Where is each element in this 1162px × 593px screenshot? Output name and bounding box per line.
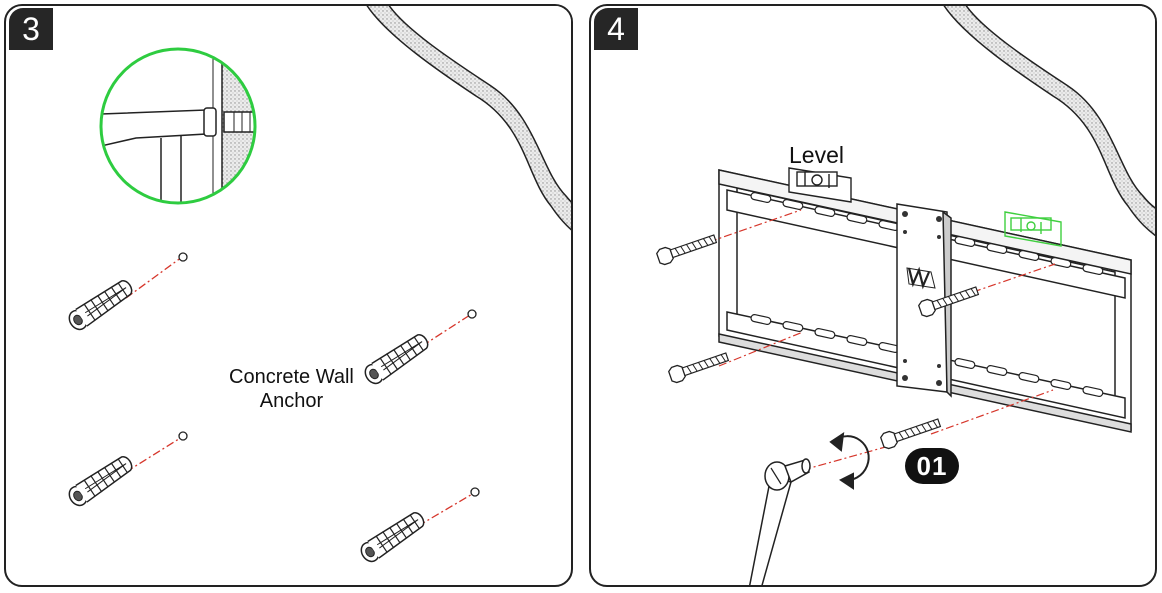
level-icon xyxy=(1004,211,1062,247)
anchor-label-line1: Concrete Wall xyxy=(229,366,354,388)
step-part-badge: 01 xyxy=(905,448,959,484)
screw-icon xyxy=(880,418,942,450)
wall-anchor-icon xyxy=(68,456,133,507)
magnifier-detail xyxy=(99,47,257,205)
step-3-illustration xyxy=(68,6,571,563)
screwdriver-icon xyxy=(749,458,811,585)
drill-holes xyxy=(178,252,480,497)
screw-icon xyxy=(668,352,730,384)
brand-logo-icon xyxy=(906,266,936,290)
wall-anchor-icon xyxy=(360,512,425,563)
guide-lines xyxy=(125,256,475,527)
wall-edge xyxy=(366,6,571,231)
wall-edge xyxy=(943,6,1155,237)
wall-anchor-icon xyxy=(364,334,429,385)
wall-anchor-icon xyxy=(68,280,133,331)
level-label: Level xyxy=(789,142,844,168)
step-3-panel: 3 xyxy=(4,4,573,587)
anchor-label-line2: Anchor xyxy=(259,390,324,412)
step-4-panel: 4 xyxy=(589,4,1157,587)
step-number: 4 xyxy=(594,8,638,50)
screw-icon xyxy=(656,234,718,266)
guide-lines xyxy=(708,209,1056,471)
level-icon xyxy=(788,167,852,203)
step-4-illustration xyxy=(656,6,1155,585)
rotate-arrow-icon xyxy=(829,431,870,490)
anchor-label: Concrete Wall Anchor xyxy=(229,365,354,413)
screw-icon xyxy=(918,286,980,318)
step-number: 3 xyxy=(9,8,53,50)
